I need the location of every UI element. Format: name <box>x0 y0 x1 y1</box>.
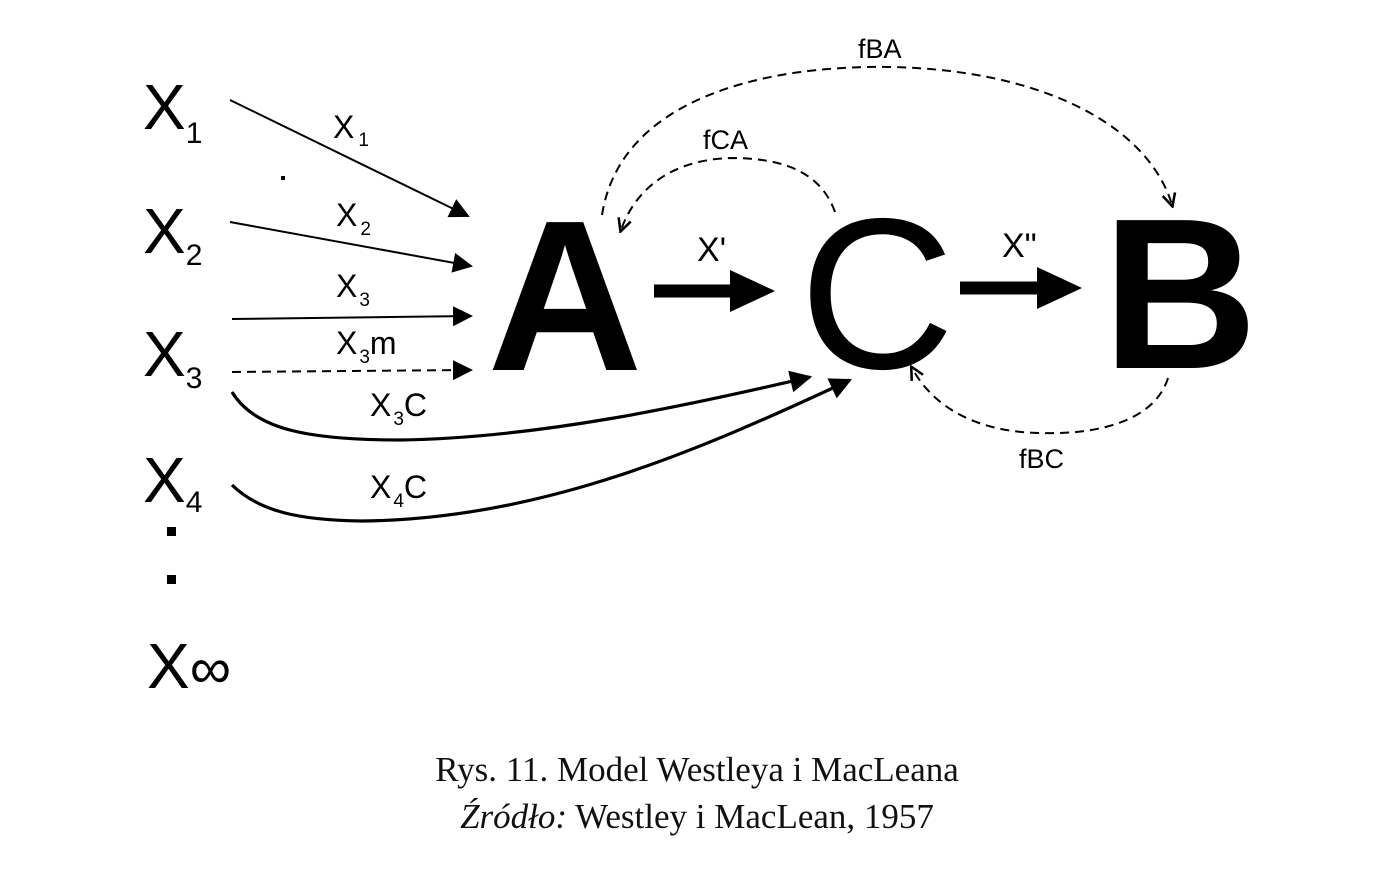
arrow-x2-to-a <box>229 221 473 273</box>
ellipsis-dot <box>167 575 176 584</box>
source-x4: X4 <box>143 444 202 519</box>
arrow-x3-to-c <box>230 370 813 442</box>
arrowhead-c-to-b <box>1037 267 1082 309</box>
arrow-x1-to-a <box>229 99 470 218</box>
node-b: B <box>1102 173 1257 414</box>
arrow-x3-to-a <box>231 306 473 327</box>
label-x-double-prime: X" <box>1002 227 1037 265</box>
arrow-x3m-to-a <box>231 360 473 381</box>
node-a: A <box>487 175 642 416</box>
label-fba: fBA <box>858 34 902 64</box>
label-fbc: fBC <box>1019 444 1064 474</box>
source-x2: X2 <box>143 195 202 272</box>
figure-caption-source: Źródło: Westley i MacLean, 1957 <box>8 795 1378 839</box>
stray-dot <box>281 176 285 180</box>
arrow-x4-to-c <box>230 378 852 523</box>
arrowhead-a-to-c <box>730 270 775 312</box>
source-x1: X1 <box>143 71 202 150</box>
label-fca: fCA <box>703 125 748 155</box>
source-label: Źródło: <box>460 797 568 836</box>
label-x-prime: X' <box>697 231 726 269</box>
feedback-fbc-arrow <box>912 368 1169 435</box>
feedback-fba-arrow <box>601 65 1172 216</box>
ellipsis-dot <box>167 527 176 536</box>
feedback-fca-arrow <box>621 156 836 230</box>
node-c: C <box>799 173 954 414</box>
source-text: Westley i MacLean, 1957 <box>567 797 934 836</box>
source-x-infinity: X∞ <box>147 630 231 702</box>
source-x3: X3 <box>143 318 202 395</box>
figure-caption-title: Rys. 11. Model Westleya i MacLeana <box>435 750 959 789</box>
